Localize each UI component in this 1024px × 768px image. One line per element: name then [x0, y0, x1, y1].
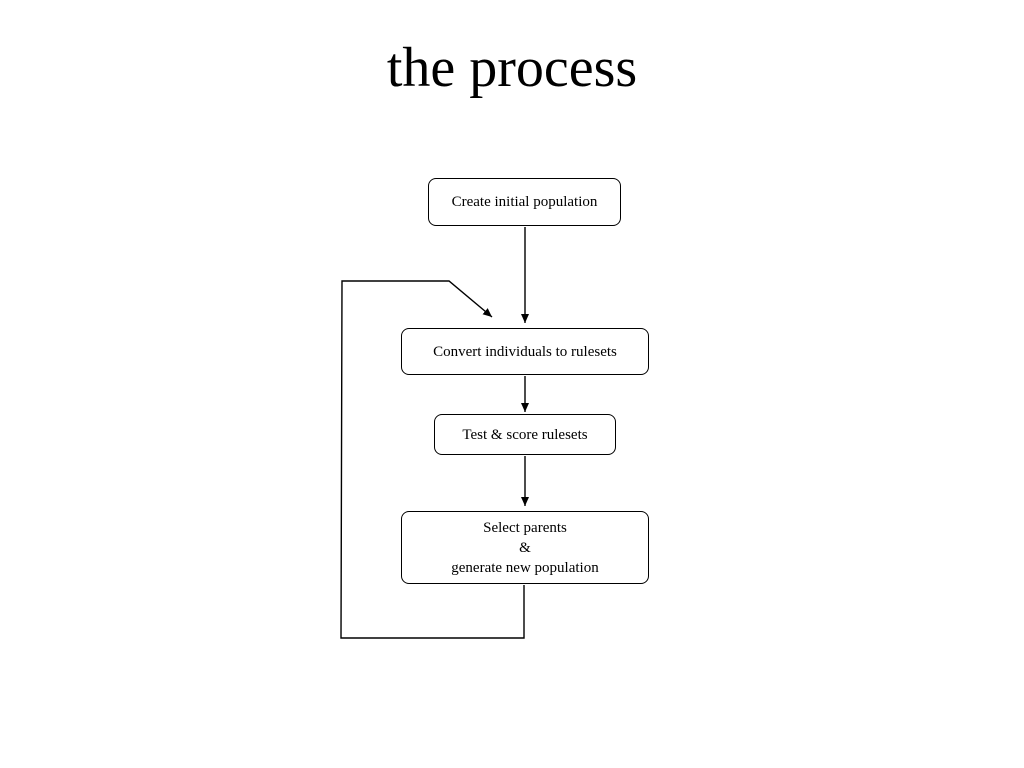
node-select-label-line3: generate new population	[451, 559, 599, 576]
node-create-initial-population: Create initial population	[428, 178, 621, 226]
node-test-label: Test & score rulesets	[462, 426, 588, 443]
node-select-label-line1: Select parents	[483, 519, 567, 536]
slide-title: the process	[386, 37, 638, 99]
node-select-parents: Select parents & generate new population	[401, 511, 649, 584]
node-select-label-line2: &	[519, 539, 531, 556]
node-create-label: Create initial population	[451, 194, 598, 210]
loop-back-arrow	[340, 280, 525, 639]
node-test-score-rulesets: Test & score rulesets	[434, 414, 616, 455]
node-convert-label: Convert individuals to rulesets	[433, 343, 617, 360]
node-convert-individuals: Convert individuals to rulesets	[401, 328, 649, 375]
